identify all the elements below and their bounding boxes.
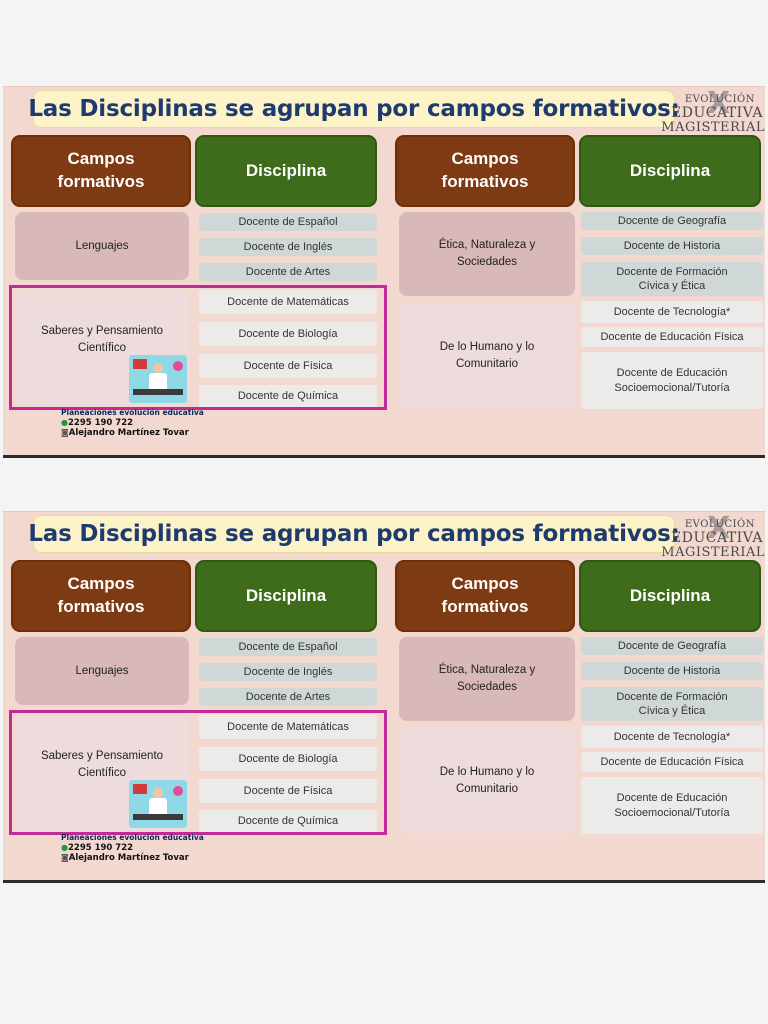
disciplina-historia: Docente de Historia — [581, 237, 763, 255]
credits-phone: 2295 190 722 — [67, 842, 134, 853]
disciplina-matematicas: Docente de Matemáticas — [199, 290, 377, 314]
disciplina-geografia: Docente de Geografía — [581, 212, 763, 230]
logo-line-2: EDUCATIVA — [671, 105, 763, 121]
header-disciplina-left: Disciplina — [195, 135, 377, 207]
disciplina-socioemocional: Docente de Educación Socioemocional/Tuto… — [581, 352, 763, 409]
logo-line-2: EDUCATIVA — [671, 530, 763, 546]
brand-logo: X EVOLUCIÓN EDUCATIVA MAGISTERIAL — [661, 511, 765, 562]
highlight-frame — [9, 710, 387, 835]
slide-top: Las Disciplinas se agrupan por campos fo… — [3, 86, 765, 458]
credits-name: Alejandro Martínez Tovar — [68, 427, 189, 438]
disciplina-geografia: Docente de Geografía — [581, 637, 763, 655]
highlight-frame — [9, 285, 387, 410]
header-campos-right: Campos formativos — [395, 135, 575, 207]
header-disciplina-right: Disciplina — [579, 560, 761, 632]
campo-label: De lo Humano y lo Comunitario — [439, 766, 535, 795]
whatsapp-icon: ● — [61, 417, 68, 427]
slide-title: Las Disciplinas se agrupan por campos fo… — [28, 521, 680, 547]
campo-humano: De lo Humano y lo Comunitario — [399, 728, 575, 834]
header-disciplina-right: Disciplina — [579, 135, 761, 207]
instagram-icon: ◙ — [61, 427, 69, 437]
credits-phone: 2295 190 722 — [67, 417, 134, 428]
disciplina-tecnologia: Docente de Tecnología* — [581, 726, 763, 748]
slide-title: Las Disciplinas se agrupan por campos fo… — [28, 96, 680, 122]
credits-name: Alejandro Martínez Tovar — [68, 852, 189, 863]
title-banner: Las Disciplinas se agrupan por campos fo… — [28, 515, 680, 553]
disciplina-fisica: Docente de Física — [199, 354, 377, 378]
campo-label: Saberes y Pensamiento Científico — [40, 325, 164, 354]
campo-label: Ética, Naturaleza y Sociedades — [438, 664, 536, 693]
logo-line-3: MAGISTERIAL — [661, 545, 765, 560]
header-campos-label: Campos formativos — [441, 574, 529, 616]
campo-label: Saberes y Pensamiento Científico — [40, 750, 164, 779]
disciplina-artes: Docente de Artes — [199, 688, 377, 706]
credits-brand: Planeaciones evolución educativa — [61, 833, 204, 842]
header-campos-label: Campos formativos — [441, 149, 529, 191]
disciplina-historia: Docente de Historia — [581, 662, 763, 680]
campo-lenguajes: Lenguajes — [15, 212, 189, 280]
title-banner: Las Disciplinas se agrupan por campos fo… — [28, 90, 680, 128]
credits: Planeaciones evolución educativa ●2295 1… — [61, 408, 204, 438]
campo-label: Lenguajes — [75, 664, 129, 677]
disciplina-formacion: Docente de Formación Cívica y Ética — [581, 687, 763, 721]
campo-label: Lenguajes — [75, 239, 129, 252]
logo-mark: X — [707, 86, 731, 121]
credits: Planeaciones evolución educativa ●2295 1… — [61, 833, 204, 863]
header-disciplina-label: Disciplina — [629, 160, 711, 180]
disciplina-educacion-fisica: Docente de Educación Física — [581, 327, 763, 347]
header-campos-label: Campos formativos — [57, 149, 145, 191]
slide-bottom: Las Disciplinas se agrupan por campos fo… — [3, 511, 765, 883]
header-campos-left: Campos formativos — [11, 560, 191, 632]
disciplina-matematicas: Docente de Matemáticas — [199, 715, 377, 739]
header-disciplina-left: Disciplina — [195, 560, 377, 632]
campo-lenguajes: Lenguajes — [15, 637, 189, 705]
logo-line-1: EVOLUCIÓN — [684, 519, 755, 530]
brand-logo: X EVOLUCIÓN EDUCATIVA MAGISTERIAL — [661, 86, 765, 137]
logo-line-3: MAGISTERIAL — [661, 120, 765, 135]
header-campos-right: Campos formativos — [395, 560, 575, 632]
disciplina-ingles: Docente de Inglés — [199, 238, 377, 256]
instagram-icon: ◙ — [61, 852, 69, 862]
disciplina-biologia: Docente de Biología — [199, 322, 377, 346]
campo-label: De lo Humano y lo Comunitario — [439, 341, 535, 370]
teacher-illustration-icon — [129, 355, 187, 403]
credits-brand: Planeaciones evolución educativa — [61, 408, 204, 417]
disciplina-espanol: Docente de Español — [199, 213, 377, 231]
disciplina-formacion: Docente de Formación Cívica y Ética — [581, 262, 763, 296]
header-campos-label: Campos formativos — [57, 574, 145, 616]
teacher-illustration-icon — [129, 780, 187, 828]
logo-line-1: EVOLUCIÓN — [684, 94, 755, 105]
disciplina-espanol: Docente de Español — [199, 638, 377, 656]
disciplina-socioemocional: Docente de Educación Socioemocional/Tuto… — [581, 777, 763, 834]
header-campos-left: Campos formativos — [11, 135, 191, 207]
disciplina-tecnologia: Docente de Tecnología* — [581, 301, 763, 323]
campo-etica: Ética, Naturaleza y Sociedades — [399, 637, 575, 721]
disciplina-fisica: Docente de Física — [199, 779, 377, 803]
disciplina-artes: Docente de Artes — [199, 263, 377, 281]
logo-mark: X — [707, 511, 731, 546]
campo-etica: Ética, Naturaleza y Sociedades — [399, 212, 575, 296]
header-disciplina-label: Disciplina — [245, 585, 327, 605]
disciplina-ingles: Docente de Inglés — [199, 663, 377, 681]
campo-saberes: Saberes y Pensamiento Científico — [15, 715, 189, 831]
whatsapp-icon: ● — [61, 842, 68, 852]
disciplina-quimica: Docente de Química — [199, 810, 377, 832]
disciplina-educacion-fisica: Docente de Educación Física — [581, 752, 763, 772]
campo-humano: De lo Humano y lo Comunitario — [399, 303, 575, 409]
campo-label: Ética, Naturaleza y Sociedades — [438, 239, 536, 268]
header-disciplina-label: Disciplina — [629, 585, 711, 605]
disciplina-biologia: Docente de Biología — [199, 747, 377, 771]
disciplina-quimica: Docente de Química — [199, 385, 377, 407]
header-disciplina-label: Disciplina — [245, 160, 327, 180]
